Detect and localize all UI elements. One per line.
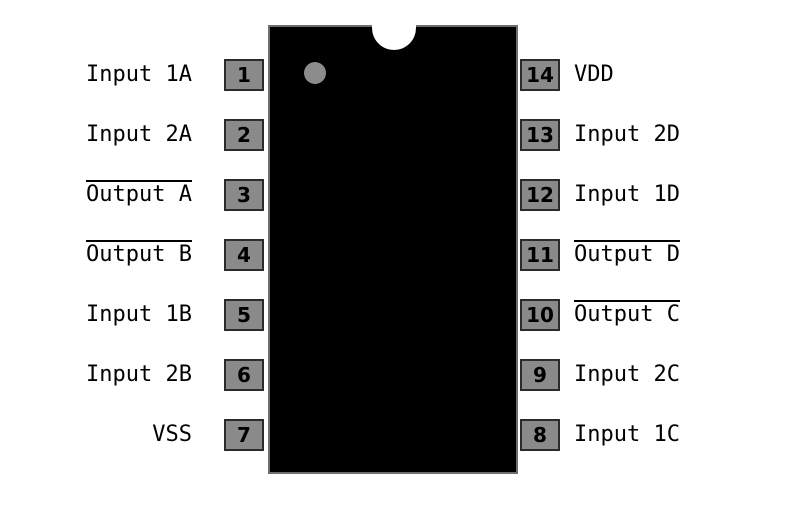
- pin-6-number: 6: [224, 359, 264, 391]
- pin-14-label: VDD: [574, 62, 614, 87]
- pin-5-number: 5: [224, 299, 264, 331]
- pin-11-number: 11: [520, 239, 560, 271]
- pin-4-label: Output B: [86, 242, 192, 267]
- pin-13-number: 13: [520, 119, 560, 151]
- pin-7-label: VSS: [152, 422, 192, 447]
- pin-8-label: Input 1C: [574, 422, 680, 447]
- pin-11-label: Output D: [574, 242, 680, 267]
- pin-10-label: Output C: [574, 302, 680, 327]
- pin-3-number: 3: [224, 179, 264, 211]
- pin-10-number: 10: [520, 299, 560, 331]
- pin-5-label: Input 1B: [86, 302, 192, 327]
- pin-12-number: 12: [520, 179, 560, 211]
- pin-2-label: Input 2A: [86, 122, 192, 147]
- pin-9-number: 9: [520, 359, 560, 391]
- pin-1-number: 1: [224, 59, 264, 91]
- pin-1-label: Input 1A: [86, 62, 192, 87]
- pin-3-label: Output A: [86, 182, 192, 207]
- pin-8-number: 8: [520, 419, 560, 451]
- pin-14-number: 14: [520, 59, 560, 91]
- pin-2-number: 2: [224, 119, 264, 151]
- pin-6-label: Input 2B: [86, 362, 192, 387]
- pin-13-label: Input 2D: [574, 122, 680, 147]
- pin1-indicator-dot: [304, 62, 326, 84]
- chip-body: [268, 25, 518, 474]
- pin-4-number: 4: [224, 239, 264, 271]
- pin-9-label: Input 2C: [574, 362, 680, 387]
- pin-7-number: 7: [224, 419, 264, 451]
- pin-12-label: Input 1D: [574, 182, 680, 207]
